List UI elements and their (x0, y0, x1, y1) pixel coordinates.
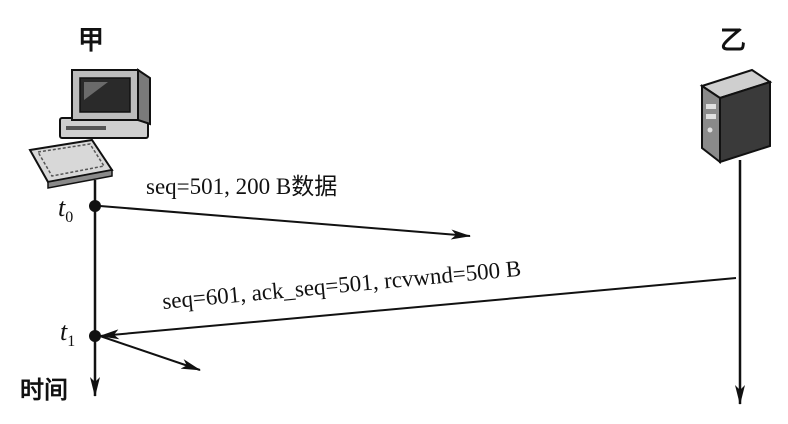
message-arrow-data-segment (99, 205, 471, 240)
time-label-t0: t0 (58, 193, 73, 226)
time-axis-label: 时间 (20, 376, 68, 404)
message-arrow-ack (99, 277, 737, 340)
time-marker-t0 (89, 200, 101, 212)
time-label-t1: t1 (60, 317, 75, 350)
desktop-computer-icon (28, 68, 151, 189)
time-marker-t1 (89, 330, 101, 342)
message-label-data-segment: seq=501, 200 B数据 (146, 174, 337, 199)
right-host-label: 乙 (720, 26, 746, 56)
left-host-label: 甲 (78, 26, 104, 56)
server-tower-icon (699, 68, 773, 165)
next-send-arrow (99, 335, 201, 371)
message-label-ack: seq=601, ack_seq=501, rcvwnd=500 B (161, 256, 522, 314)
